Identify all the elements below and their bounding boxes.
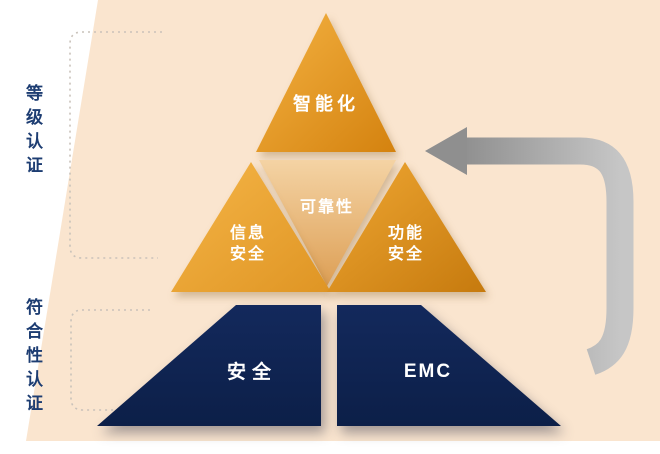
label-compliance-certification: 符合性认证 bbox=[23, 298, 42, 418]
trapezoid-safety bbox=[97, 305, 321, 426]
bracket-compliance-certification bbox=[70, 309, 150, 411]
triangle-information-security-line1: 信息 bbox=[230, 223, 266, 242]
triangle-functional-safety-line2: 安全 bbox=[388, 244, 424, 263]
trapezoid-emc bbox=[337, 305, 561, 426]
triangle-information-security-line2: 安全 bbox=[230, 244, 266, 263]
trapezoid-safety-label: 安全 bbox=[227, 360, 277, 383]
curved-arrow-body bbox=[462, 137, 634, 375]
triangle-functional-safety-line1: 功能 bbox=[388, 223, 424, 242]
triangle-reliability-label: 可靠性 bbox=[300, 197, 354, 216]
triangle-information-security bbox=[171, 162, 331, 292]
triangle-intelligence bbox=[256, 13, 396, 152]
triangle-functional-safety bbox=[327, 162, 486, 292]
triangle-reliability bbox=[259, 160, 396, 286]
curved-arrow bbox=[425, 127, 634, 375]
triangle-intelligence-label: 智能化 bbox=[293, 93, 359, 114]
curved-arrow-head bbox=[425, 127, 467, 175]
bracket-level-certification bbox=[69, 31, 162, 259]
trapezoid-emc-label: EMC bbox=[404, 361, 452, 382]
label-level-certification: 等级认证 bbox=[23, 84, 42, 180]
